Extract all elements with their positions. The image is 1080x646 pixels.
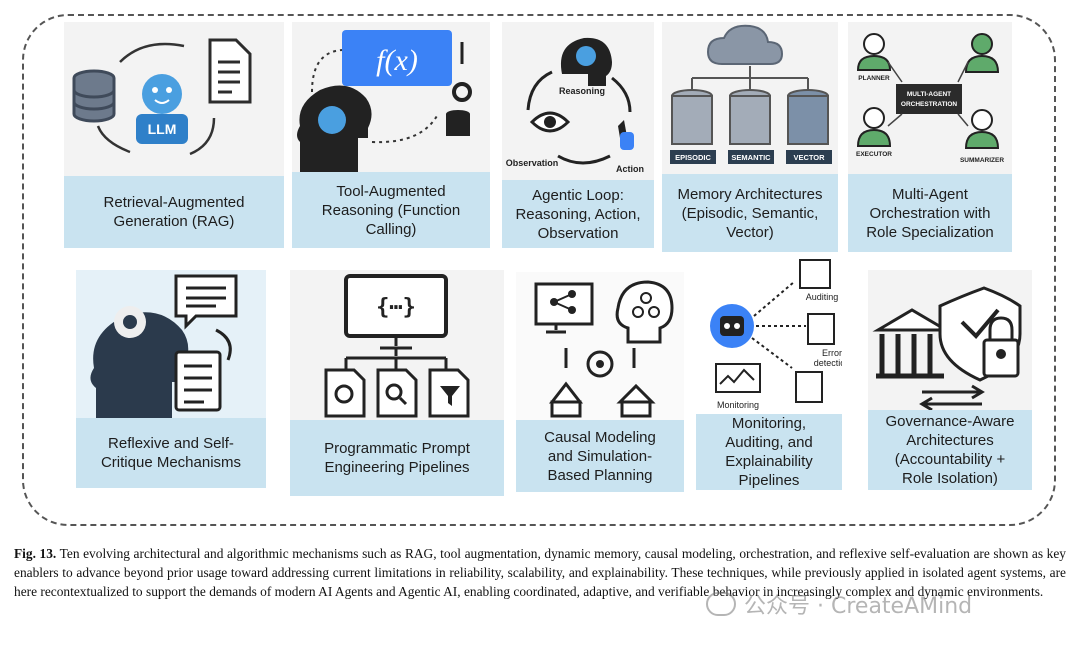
card-self-critique: Reflexive and Self- Critique Mechanisms	[76, 270, 266, 488]
svg-text:MULTI-AGENT: MULTI-AGENT	[907, 91, 951, 98]
card-label: Retrieval-Augmented Generation (RAG)	[64, 176, 284, 248]
caption-text: Ten evolving architectural and algorithm…	[14, 546, 1067, 599]
svg-text:ORCHESTRATION: ORCHESTRATION	[901, 101, 958, 108]
function-call-icon: f(x)	[292, 22, 490, 172]
dashed-frame	[22, 14, 1056, 526]
card-agentic-loop: Reasoning Action Observation Agentic Loo…	[502, 22, 654, 248]
figure-caption: Fig. 13. Ten evolving architectural and …	[14, 544, 1066, 601]
card-governance: Governance-Aware Architectures (Accounta…	[868, 270, 1032, 490]
store-vector: VECTOR	[793, 153, 825, 162]
role-executor: EXECUTOR	[856, 151, 892, 158]
chat-bubble-icon	[706, 592, 736, 616]
multi-agent-icon: MULTI-AGENT ORCHESTRATION PLANNER EXECUT…	[848, 22, 1012, 174]
tag-monitoring: Monitoring	[717, 400, 759, 410]
svg-text:detection: detection	[814, 358, 842, 368]
causal-planning-icon	[516, 272, 684, 420]
card-label: Programmatic Prompt Engineering Pipeline…	[290, 420, 504, 496]
card-label: Multi-Agent Orchestration with Role Spec…	[848, 174, 1012, 252]
card-label: Memory Architectures (Episodic, Semantic…	[662, 174, 838, 252]
caption-prefix: Fig. 13.	[14, 546, 57, 561]
store-semantic: SEMANTIC	[731, 153, 771, 162]
card-causal-planning: Causal Modeling and Simulation- Based Pl…	[516, 272, 684, 492]
rag-llm-icon: LLM	[64, 22, 284, 178]
card-memory: EPISODIC SEMANTIC VECTOR Memory Architec…	[662, 22, 838, 252]
svg-text:Error: Error	[822, 348, 842, 358]
card-multi-agent: MULTI-AGENT ORCHESTRATION PLANNER EXECUT…	[848, 22, 1012, 252]
prompt-pipeline-icon: {⋯}	[290, 270, 504, 420]
agentic-loop-icon: Reasoning Action Observation	[502, 22, 654, 180]
card-tool-augmented: f(x) Tool-Augmented Reasoning (Function …	[292, 22, 490, 248]
card-label: Reflexive and Self- Critique Mechanisms	[76, 418, 266, 488]
card-label: Causal Modeling and Simulation- Based Pl…	[516, 420, 684, 492]
code-braces: {⋯}	[376, 295, 416, 320]
step-action: Action	[616, 164, 644, 174]
store-episodic: EPISODIC	[675, 153, 711, 162]
role-planner: PLANNER	[858, 75, 890, 82]
card-label: Agentic Loop: Reasoning, Action, Observa…	[502, 180, 654, 248]
role-summarizer: SUMMARIZER	[960, 157, 1004, 164]
governance-icon	[868, 270, 1032, 414]
card-prompt-pipeline: {⋯} Programmatic Prompt Engineering Pipe…	[290, 270, 504, 496]
llm-badge: LLM	[148, 121, 177, 137]
watermark-text: 公众号 · CreateAMind	[744, 594, 973, 619]
card-label: Monitoring, Auditing, and Explainability…	[696, 414, 842, 490]
step-reasoning: Reasoning	[559, 86, 605, 96]
card-label: Governance-Aware Architectures (Accounta…	[868, 410, 1032, 490]
step-observation: Observation	[506, 158, 559, 168]
monitoring-icon: Auditing Error detection Monitoring	[696, 256, 842, 414]
card-monitoring: Auditing Error detection Monitoring Moni…	[696, 256, 842, 490]
card-rag: LLM Retrieval-Augmented Generation (RAG)	[64, 22, 284, 248]
tag-auditing: Auditing	[806, 292, 839, 302]
watermark: 公众号 · CreateAMind	[706, 588, 972, 620]
fx-badge: f(x)	[376, 44, 418, 77]
memory-databases-icon: EPISODIC SEMANTIC VECTOR	[662, 22, 838, 174]
card-label: Tool-Augmented Reasoning (Function Calli…	[292, 172, 490, 248]
self-critique-icon	[76, 270, 266, 418]
